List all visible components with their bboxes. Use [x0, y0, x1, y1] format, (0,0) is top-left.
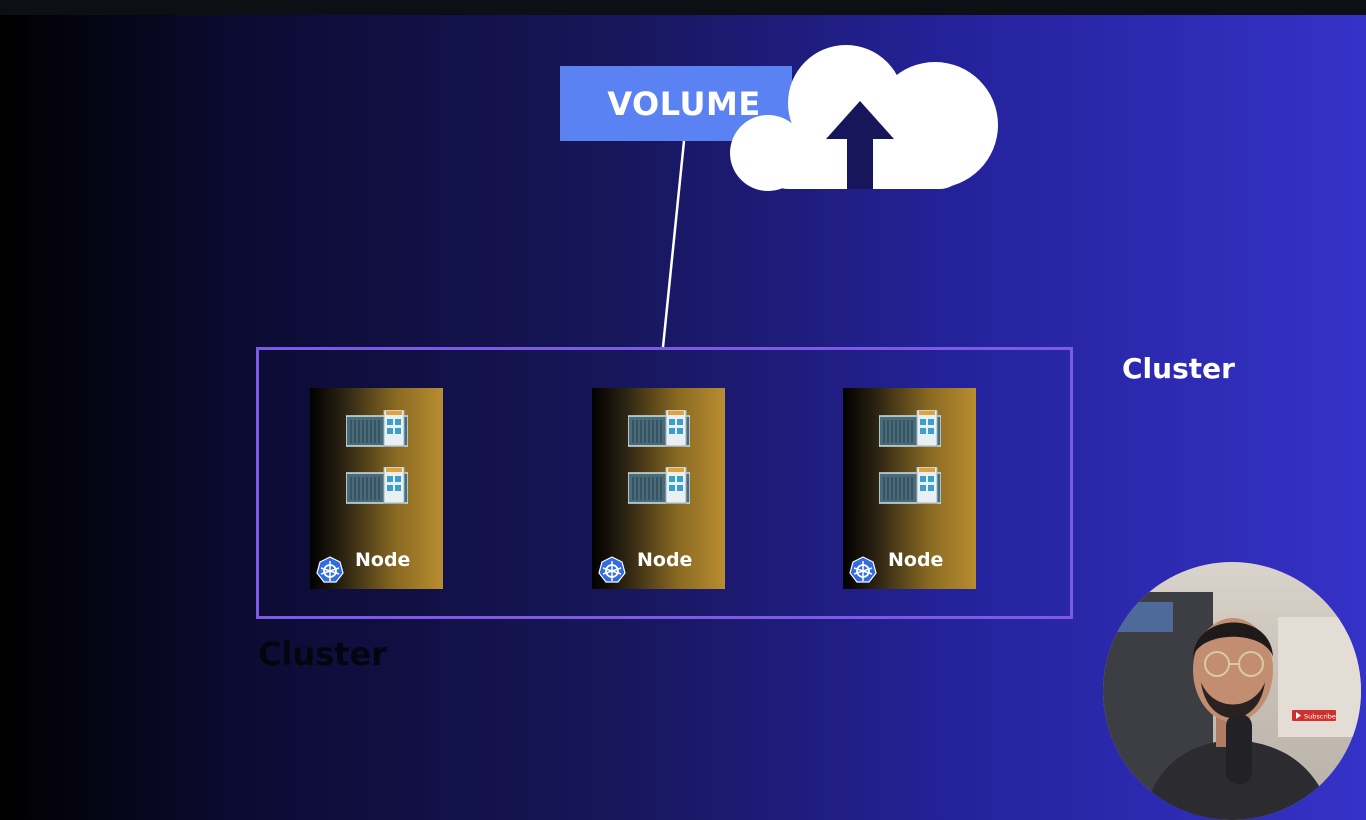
node-label: Node — [637, 549, 693, 571]
top-bar — [0, 0, 1366, 15]
subscribe-badge — [1292, 710, 1336, 721]
microphone-icon — [1226, 714, 1252, 784]
server-icon — [879, 410, 941, 447]
kubernetes-icon — [316, 556, 344, 583]
kubernetes-icon — [849, 556, 877, 583]
volume-label: VOLUME — [607, 84, 761, 123]
cluster-side-label: Cluster — [1122, 352, 1235, 385]
server-icon — [879, 467, 941, 504]
subscribe-label: Subscribe — [1304, 713, 1336, 721]
node-label: Node — [355, 549, 411, 571]
cluster-box — [256, 347, 1073, 619]
cloud-upload-icon — [730, 45, 998, 191]
server-icon — [628, 410, 690, 447]
node-card: Node — [592, 388, 725, 589]
kubernetes-icon — [598, 556, 626, 583]
node-card: Node — [843, 388, 976, 589]
server-icon — [346, 410, 408, 447]
node-label: Node — [888, 549, 944, 571]
volume-connector-line — [0, 0, 1366, 768]
server-icon — [628, 467, 690, 504]
server-icon — [346, 467, 408, 504]
node-card: Node — [310, 388, 443, 589]
cluster-caption: Cluster — [258, 635, 388, 673]
